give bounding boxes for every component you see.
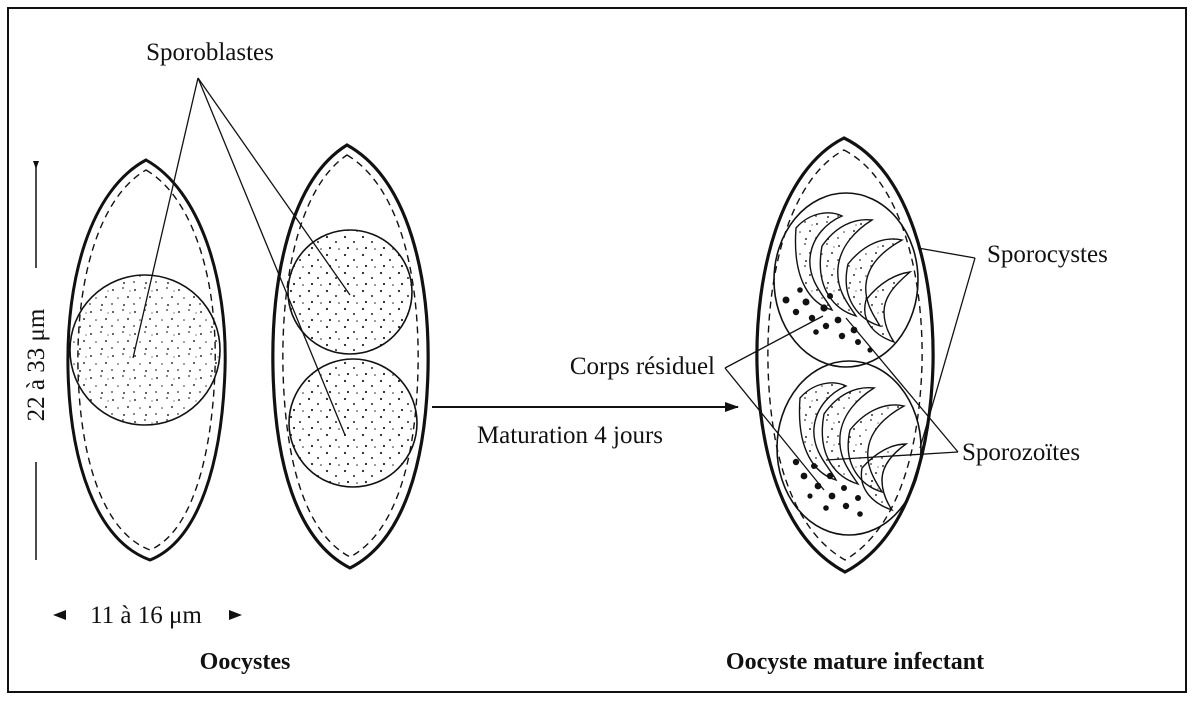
width-measure-label: 11 à 16 μm <box>90 602 202 629</box>
oocyst-2-inner-wall <box>283 155 418 557</box>
length-measure-label: 22 à 33 μm <box>23 308 50 421</box>
sporoblastes-label: Sporoblastes <box>146 39 274 66</box>
sporozoites-bottom <box>799 383 906 510</box>
oocyste-mature-label: Oocyste mature infectant <box>726 649 984 675</box>
sporocystes-label: Sporocystes <box>987 241 1108 268</box>
maturation-label: Maturation 4 jours <box>477 422 663 449</box>
sporocyst-top <box>774 193 918 367</box>
oocyst-1 <box>68 160 225 560</box>
mature-oocyst <box>757 138 933 572</box>
oocyst-2-sporoblast-top <box>288 230 412 354</box>
corps-residuel-label: Corps résiduel <box>570 353 715 380</box>
oocyst-2-sporoblast-bottom <box>289 359 417 487</box>
oocyst-2-outer-wall <box>273 145 428 568</box>
oocyst-1-sporoblast <box>70 275 220 425</box>
oocyst-2 <box>273 145 428 568</box>
sporozoites-label: Sporozoïtes <box>962 439 1080 466</box>
sporozoites-top <box>795 213 910 342</box>
sporocyst-bottom <box>777 361 921 535</box>
oocystes-label: Oocystes <box>200 649 291 675</box>
